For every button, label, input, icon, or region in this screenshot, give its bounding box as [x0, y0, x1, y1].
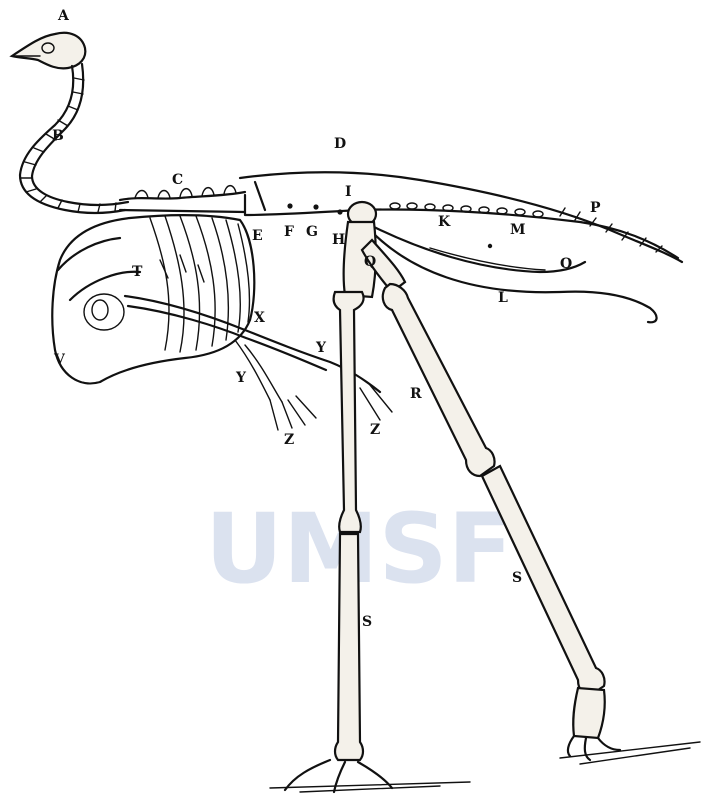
neck-vertebrae [20, 64, 128, 213]
label-r: R [410, 386, 422, 402]
label-g: G [306, 224, 318, 240]
label-d: D [334, 136, 346, 152]
label-c: C [172, 172, 183, 188]
label-e: E [252, 228, 263, 244]
label-f: F [284, 224, 294, 240]
label-m: M [510, 222, 526, 238]
label-o: O [560, 256, 572, 272]
label-k: K [438, 214, 451, 230]
label-a: A [57, 8, 70, 24]
label-y-lower: Y [235, 370, 247, 386]
label-x: X [254, 310, 265, 326]
femur [344, 202, 405, 297]
label-t: T [132, 264, 143, 280]
skull [12, 33, 85, 69]
label-b: B [52, 128, 64, 144]
pelvis [240, 172, 682, 322]
ribcage [52, 215, 254, 383]
label-s-rear: S [512, 570, 522, 586]
dorsal-vertebrae [120, 186, 245, 212]
label-s-front: S [362, 614, 372, 630]
label-v: V [53, 352, 66, 368]
label-p: P [590, 200, 601, 216]
label-z-left: Z [284, 432, 294, 448]
label-h: H [332, 232, 345, 248]
label-i: I [345, 184, 352, 200]
label-l: L [498, 290, 508, 306]
label-q: Q [364, 254, 376, 270]
label-z-right: Z [370, 422, 380, 438]
label-y-upper: Y [315, 340, 327, 356]
